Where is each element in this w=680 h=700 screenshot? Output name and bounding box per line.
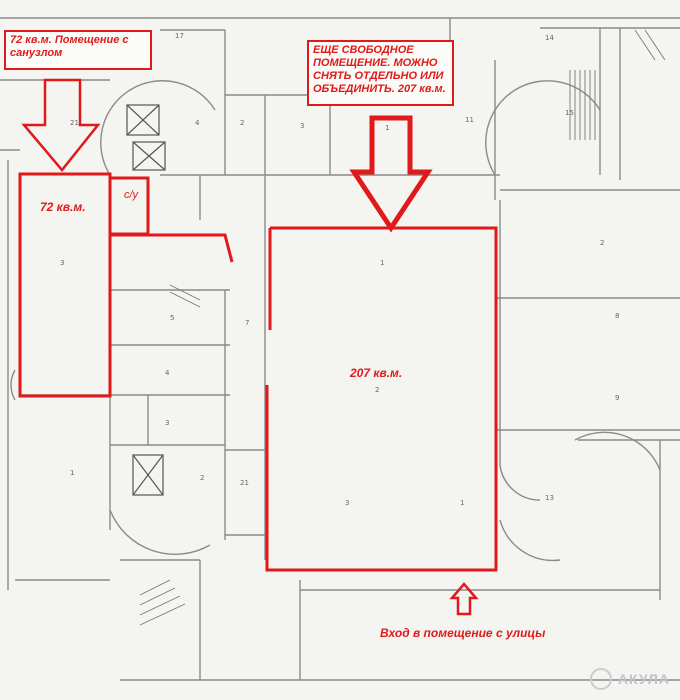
logo-text: АКУЛА <box>617 671 670 687</box>
plan-curves <box>10 80 661 562</box>
highlight-room-207 <box>265 226 498 572</box>
svg-text:2: 2 <box>600 239 604 247</box>
svg-text:21: 21 <box>70 119 79 127</box>
svg-text:15: 15 <box>565 109 574 117</box>
svg-text:17: 17 <box>175 32 184 40</box>
svg-text:2: 2 <box>375 386 379 394</box>
highlight-room-72 <box>18 172 234 398</box>
svg-text:3: 3 <box>60 259 64 267</box>
watermark-logo: АКУЛА <box>589 668 670 690</box>
svg-text:8: 8 <box>615 312 619 320</box>
restroom-label: с/у <box>124 189 139 201</box>
svg-text:7: 7 <box>245 319 249 327</box>
svg-text:9: 9 <box>615 394 619 402</box>
svg-text:4: 4 <box>165 369 170 377</box>
entrance-label: Вход в помещение с улицы <box>380 626 546 640</box>
svg-text:5: 5 <box>170 314 174 322</box>
svg-text:1: 1 <box>70 469 74 477</box>
svg-text:1: 1 <box>380 259 384 267</box>
free-room-note: ЕЩЕ СВОБОДНОЕ ПОМЕЩЕНИЕ. МОЖНО СНЯТЬ ОТД… <box>307 40 454 106</box>
area-207-label: 207 кв.м. <box>350 366 403 380</box>
svg-text:14: 14 <box>545 34 554 42</box>
arrow-to-room-207 <box>349 115 433 233</box>
stairs <box>139 29 666 626</box>
elevator-shafts <box>126 104 166 496</box>
arrow-entrance <box>449 582 479 616</box>
svg-text:13: 13 <box>545 494 554 502</box>
svg-text:3: 3 <box>345 499 349 507</box>
plan-walls <box>0 17 680 681</box>
svg-text:21: 21 <box>240 479 249 487</box>
logo-icon <box>589 668 612 690</box>
svg-text:11: 11 <box>465 116 474 124</box>
svg-text:4: 4 <box>195 119 200 127</box>
svg-text:2: 2 <box>240 119 244 127</box>
area-72-label: 72 кв.м. <box>40 200 86 214</box>
svg-text:3: 3 <box>300 122 304 130</box>
svg-text:1: 1 <box>385 124 389 132</box>
room-72-note: 72 кв.м. Помещение с санузлом <box>4 30 152 70</box>
arrow-to-room-72 <box>21 78 101 172</box>
svg-text:2: 2 <box>200 474 204 482</box>
svg-text:3: 3 <box>165 419 169 427</box>
svg-text:1: 1 <box>460 499 464 507</box>
